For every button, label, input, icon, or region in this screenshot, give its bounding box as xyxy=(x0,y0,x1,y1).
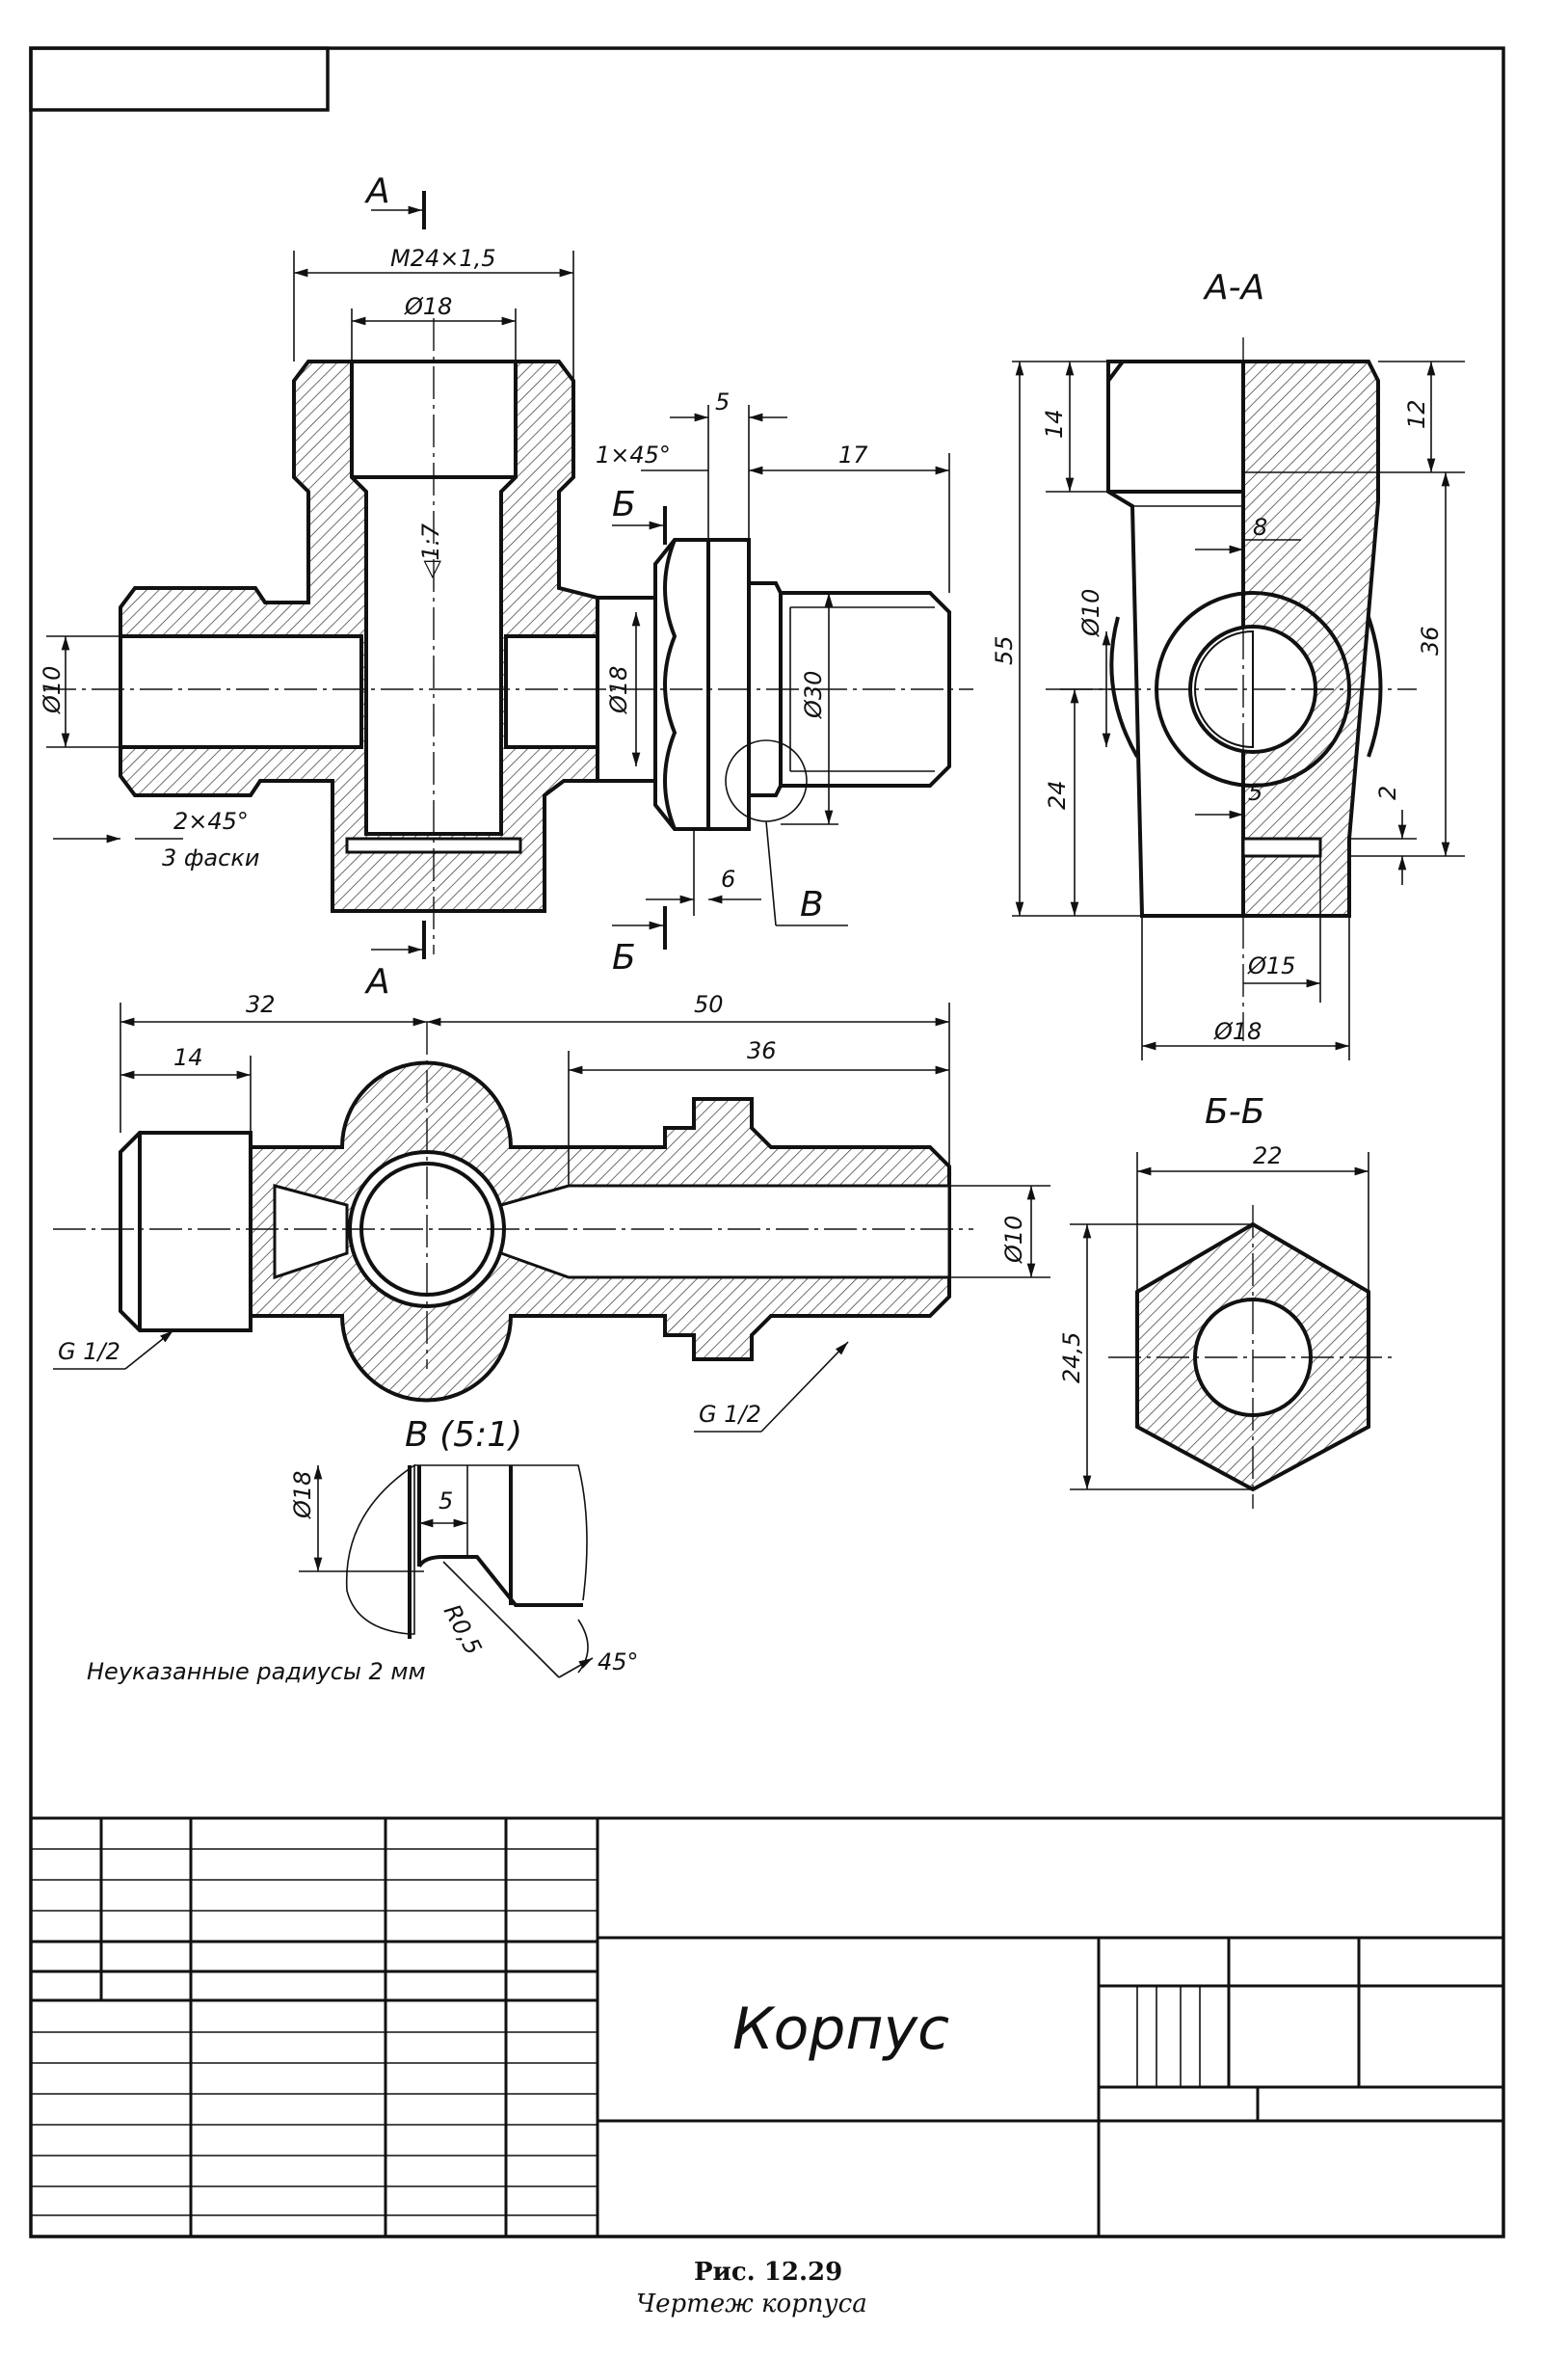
figure-number: Рис. 12.29 xyxy=(694,2258,842,2287)
dim-bore-left: Ø10 xyxy=(39,666,66,714)
section-b-title: Б-Б xyxy=(1205,1092,1264,1132)
dim-14: 14 xyxy=(1041,409,1068,439)
dim-len-17: 17 xyxy=(838,442,868,469)
dim-2: 2 xyxy=(1374,786,1401,800)
dim-dia18: Ø18 xyxy=(1213,1018,1262,1045)
dim-32: 32 xyxy=(246,991,276,1018)
dim-55: 55 xyxy=(991,635,1018,665)
section-a-title: А-А xyxy=(1203,268,1264,308)
detail-title: В (5:1) xyxy=(405,1415,522,1455)
dim-thread-left: G 1/2 xyxy=(58,1338,120,1365)
section-a-a: А-А xyxy=(1060,268,1417,1041)
dim-22: 22 xyxy=(1253,1142,1283,1169)
dim-chamfer: 2×45° xyxy=(173,808,249,835)
top-left-box xyxy=(29,46,330,112)
detail-dim-dia18: Ø18 xyxy=(289,1471,316,1519)
detail-dim-r05: R0,5 xyxy=(439,1600,487,1660)
dim-dia15: Ø15 xyxy=(1247,952,1295,979)
left-bore xyxy=(119,634,363,749)
title-block: Корпус xyxy=(31,1816,1503,2237)
section-a-hatched xyxy=(1241,360,1380,918)
detail-dim-5: 5 xyxy=(439,1487,453,1514)
section-a-top: А xyxy=(364,172,390,211)
dim-thread-right-top: G 1/2 xyxy=(699,1401,761,1428)
dim-thread-top: M24×1,5 xyxy=(390,245,496,272)
top-view-dimensions: 32 50 14 36 Ø10 G 1/2 G 1/2 xyxy=(53,991,1050,1433)
dim-top-36: 36 xyxy=(747,1037,777,1064)
main-view xyxy=(43,318,973,954)
dim-taper: ◁1:7 xyxy=(417,523,444,578)
section-marks: А А Б Б В xyxy=(364,172,848,1002)
dim-bore-top: Ø18 xyxy=(404,293,452,320)
dim-dia10: Ø10 xyxy=(1077,589,1104,637)
dim-24-5: 24,5 xyxy=(1058,1332,1085,1383)
threaded-stub xyxy=(747,581,951,797)
part-name: Корпус xyxy=(732,1996,949,2063)
dim-width-5: 5 xyxy=(715,389,730,415)
dim-chamfer-right: 1×45° xyxy=(596,442,671,469)
dim-thread-right: Ø30 xyxy=(800,671,827,719)
section-b-bottom: Б xyxy=(612,938,636,978)
figure-caption: Чертеж корпуса xyxy=(636,2290,867,2318)
sheet-frame xyxy=(29,46,1505,2238)
top-view xyxy=(53,1022,973,1403)
dim-24: 24 xyxy=(1044,780,1071,810)
section-b-b: Б-Б 22 24,5 xyxy=(1058,1092,1397,1509)
dim-top-14: 14 xyxy=(173,1044,203,1071)
dim-chamfer-note: 3 фаски xyxy=(162,844,259,871)
main-view-dimensions: M24×1,5 Ø18 ◁1:7 Ø10 2×45° 3 фаски Ø18 Ø… xyxy=(39,245,950,916)
flange xyxy=(706,538,751,831)
dim-bore-mid: Ø18 xyxy=(605,666,632,714)
dim-36: 36 xyxy=(1417,626,1444,656)
section-b-top: Б xyxy=(612,485,636,524)
dim-len-6: 6 xyxy=(721,866,735,893)
section-a-bottom: А xyxy=(364,962,390,1002)
detail-v: В (5:1) Ø18 5 R0,5 45° xyxy=(289,1415,639,1678)
right-bore xyxy=(504,634,599,749)
dim-top-dia10: Ø10 xyxy=(1000,1216,1027,1264)
dim-50: 50 xyxy=(694,991,724,1018)
section-a-dimensions: 55 14 24 12 36 8 Ø10 5 2 Ø15 Ø18 xyxy=(991,361,1465,1060)
dim-12: 12 xyxy=(1403,399,1430,429)
detail-mark: В xyxy=(800,885,824,924)
general-note: Неуказанные радиусы 2 мм xyxy=(87,1658,426,1685)
dim-5: 5 xyxy=(1248,779,1262,806)
dim-8: 8 xyxy=(1253,514,1267,541)
detail-dim-angle: 45° xyxy=(598,1648,639,1675)
